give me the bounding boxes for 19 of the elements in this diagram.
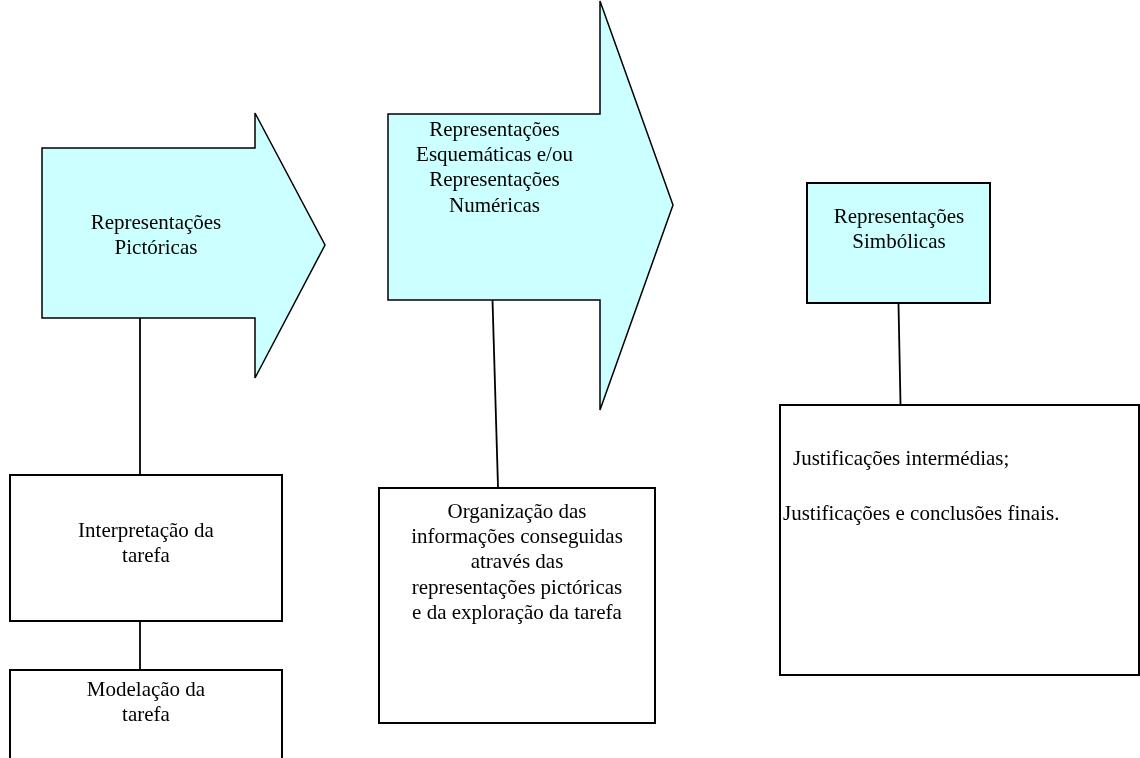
node-text: Representações Simbólicas bbox=[832, 204, 966, 255]
text-box bbox=[9, 474, 283, 622]
text-box bbox=[779, 404, 1140, 676]
connector-line bbox=[491, 299, 499, 488]
node-text: Representações Esquemáticas e/ou Representações Numéricas bbox=[415, 117, 574, 218]
node-text: Organização das informações conseguidas através das representações pictóricas e da exploração da tarefa bbox=[410, 499, 624, 625]
node-text: Justificações e conclusões finais. bbox=[783, 501, 1061, 527]
node-text: Representações Pictóricas bbox=[89, 210, 223, 261]
node-text: Justificações intermédias; bbox=[793, 446, 1011, 472]
node-text: Interpretação da tarefa bbox=[77, 518, 215, 569]
heading-box bbox=[806, 182, 991, 304]
connector-line bbox=[139, 317, 141, 475]
node-text: Modelação da tarefa bbox=[85, 677, 207, 728]
connector-line bbox=[139, 621, 141, 670]
block-arrow bbox=[41, 112, 327, 380]
connector-line bbox=[897, 303, 902, 405]
block-arrow bbox=[387, 0, 675, 412]
text-box bbox=[378, 487, 656, 724]
text-box bbox=[9, 669, 283, 758]
